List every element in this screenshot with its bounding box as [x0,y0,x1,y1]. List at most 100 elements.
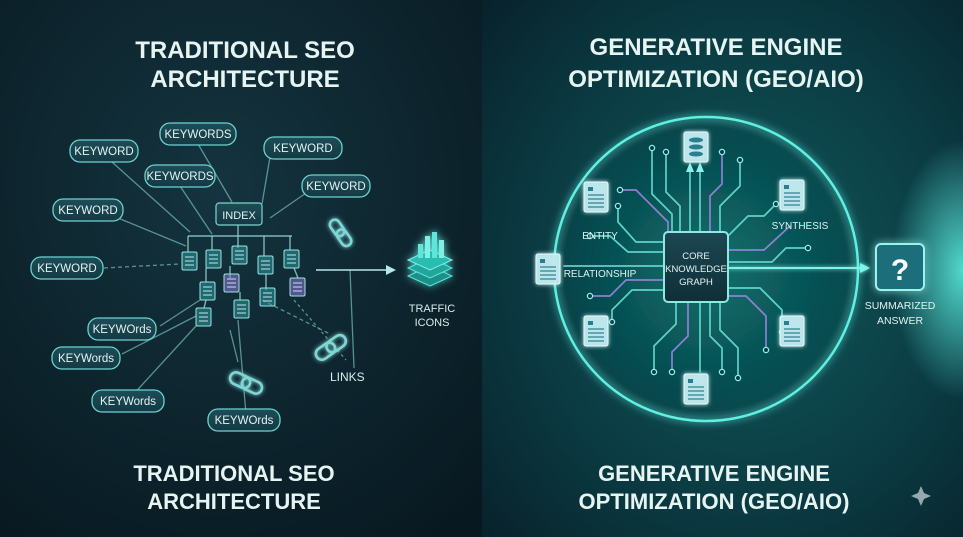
circuit-trace [719,301,739,379]
circuit-trace [709,301,723,373]
keyword-tag: KEYWORDS [144,164,216,188]
keyword-tag-label: KEYWords [58,353,114,365]
circuit-trace [619,189,669,233]
page-document-icon [289,277,306,297]
circuit-trace [589,235,665,253]
sparkle-icon [911,486,931,506]
answer-label-line1: SUMMARIZED [865,300,936,312]
circuit-trace [611,289,665,323]
keyword-tag-label: KEYWORD [58,205,117,217]
right-footer-line2: OPTIMIZATION (GEO/AIO) [579,489,850,514]
keyword-tag: KEYWORD [52,198,124,222]
circuit-trace [665,151,681,233]
answer-label-line2: ANSWER [877,315,924,327]
keyword-tag-label: KEYWORDS [146,171,213,183]
keyword-tag-label: KEYWORD [74,146,133,158]
left-title-line1: TRADITIONAL SEO [135,37,355,64]
trace-terminal [650,368,658,376]
summarized-answer-box: ? [875,243,925,291]
up-arrowhead [696,162,704,172]
index-node: INDEX [215,202,263,226]
circuit-trace [727,295,767,351]
keyword-tag-label: KEYWORD [273,143,332,155]
keyword-tag-label: KEYWOrds [93,324,152,336]
keyword-tag: KEYWOrds [87,317,157,341]
traffic-icon [406,232,454,287]
left-footer-line2: ARCHITECTURE [147,489,321,514]
circuit-trace [725,203,777,239]
indexed-pages [181,245,306,327]
keyword-tag: KEYWORD [301,174,371,198]
page-document-icon [181,251,198,271]
trace-terminal [586,292,594,300]
circuit-trace [671,301,689,373]
chain-link-icon [314,333,348,362]
trace-terminal [614,202,622,210]
up-arrowhead [686,162,694,172]
trace-terminal [668,368,676,376]
answer-arrow [728,263,870,273]
keyword-tag-label: KEYWORD [306,181,365,193]
trace-terminal [772,200,780,208]
core-label-line1: CORE [682,251,709,262]
keyword-tag: KEYWords [51,346,121,370]
document-icon [779,315,805,347]
index-label: INDEX [222,210,256,222]
page-document-icon [199,281,216,301]
circuit-trace [651,147,673,233]
trace-terminal [804,244,812,252]
page-document-icon [259,287,276,307]
page-document-icon [231,245,248,265]
circuit-trace [709,151,723,233]
trace-terminal [718,368,726,376]
trace-terminal [586,232,594,240]
circuit-trace [719,159,741,233]
page-document-icon [257,255,274,275]
circuit-trace [653,301,677,373]
chain-link-icon [328,218,353,248]
synthesis-label: SYNTHESIS [772,221,829,232]
traffic-label-line2: ICONS [415,317,450,329]
question-mark-icon: ? [891,254,909,287]
keyword-tag: KEYWORD [30,256,104,280]
right-title-line2: OPTIMIZATION (GEO/AIO) [568,66,864,93]
page-document-icon [195,307,212,327]
circuit-trace [589,279,665,297]
right-title-line1: GENERATIVE ENGINE [590,34,843,61]
trace-terminal [718,148,726,156]
source-documents [535,131,805,405]
page-document-icon [283,249,300,269]
core-label-line2: KNOWLEDGE [665,264,727,275]
circuit-trace [727,225,791,251]
document-icon [583,181,609,213]
page-document-icon [233,299,250,319]
keyword-tag: KEYWOrds [207,408,281,432]
keyword-tag: KEYWORD [263,136,343,160]
keyword-tag: KEYWORDS [159,122,237,146]
keyword-tag-label: KEYWORD [37,263,96,275]
keyword-tag-label: KEYWords [100,396,156,408]
right-footer-line1: GENERATIVE ENGINE [598,461,830,486]
document-icon [683,373,709,405]
keyword-tags: KEYWORDS KEYWORD KEYWORDS KEYWORD KEYWORD KEY… [30,122,371,432]
entity-label-line2: RELATIONSHIP [564,269,637,280]
trace-terminal [608,318,616,326]
links-label: LINKS [330,370,365,384]
core-knowledge-graph-chip: CORE KNOWLEDGE GRAPH [663,231,729,303]
left-footer-line1: TRADITIONAL SEO [133,461,334,486]
circuit-trace [617,205,665,243]
trace-terminal [734,374,742,382]
trace-terminal [762,346,770,354]
trace-terminal [662,148,670,156]
page-document-icon [223,273,240,293]
circuit-trace [727,247,809,263]
database-icon [683,131,709,163]
entity-label-line1: ENTITY [582,231,618,242]
page-document-icon [205,249,222,269]
core-label-line3: GRAPH [679,277,713,288]
trace-terminal [648,144,656,152]
trace-terminal [616,186,624,194]
keyword-tag-label: KEYWORDS [164,129,231,141]
